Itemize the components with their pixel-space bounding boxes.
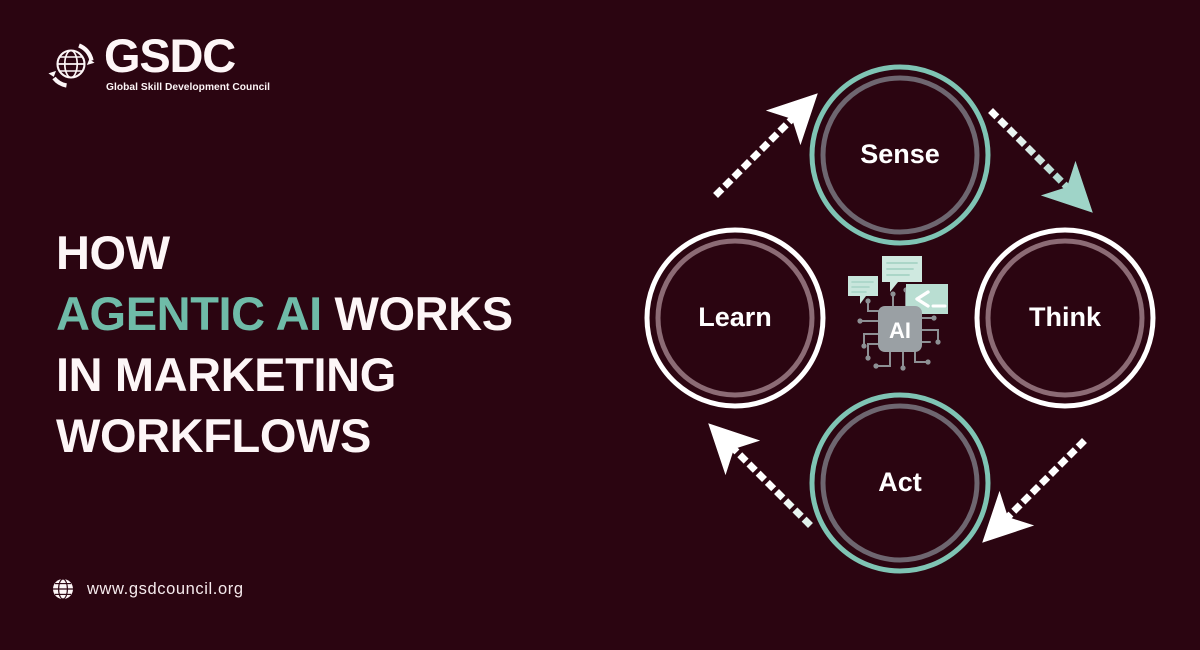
think-outer-ring [974,227,1156,409]
footer-website[interactable]: www.gsdcouncil.org [52,578,244,600]
headline-line-4: WORKFLOWS [56,409,371,463]
learn-outer-ring [644,227,826,409]
footer-url-text: www.gsdcouncil.org [87,579,244,598]
headline-line-2-rest: WORKS [334,287,514,341]
arrow-think-to-act [982,438,1087,543]
page-title: HOW AGENTIC AI WORKS IN MARKETING WORKFL… [56,222,656,466]
diagram-node-sense[interactable]: Sense [809,64,991,246]
brand-name: GSDC [104,29,236,82]
brand-logo[interactable]: GSDC Global Skill Development Council [46,29,271,94]
diagram-node-act[interactable]: Act [809,392,991,574]
diagram-node-learn[interactable]: Learn [644,227,826,409]
sense-inner-ring [820,75,980,235]
think-inner-ring [985,238,1145,398]
globe-arrows-icon [46,35,102,93]
learn-label: Learn [698,302,772,332]
think-label: Think [1029,302,1102,332]
act-label: Act [878,467,922,497]
sense-label: Sense [860,139,940,169]
learn-inner-ring [655,238,815,398]
agentic-ai-loop-diagram: Sense Think Act Learn [630,45,1170,590]
sense-outer-ring [809,64,991,246]
act-outer-ring [809,392,991,574]
arrow-act-to-learn [708,423,813,528]
act-inner-ring [820,403,980,563]
arrow-learn-to-sense [713,93,818,198]
arrow-sense-to-think [988,108,1093,213]
chip-ai-label: AI [889,318,911,343]
globe-icon [52,578,74,600]
headline-accent: AGENTIC AI [56,287,322,341]
ai-chip-icon: AI [848,256,948,371]
diagram-node-think[interactable]: Think [974,227,1156,409]
chip-body [878,306,922,352]
headline-line-1: HOW [56,226,170,279]
brand-tagline: Global Skill Development Council [106,82,271,94]
headline-line-2: AGENTIC AI WORKS [56,283,656,344]
headline-line-3: IN MARKETING [56,348,396,402]
